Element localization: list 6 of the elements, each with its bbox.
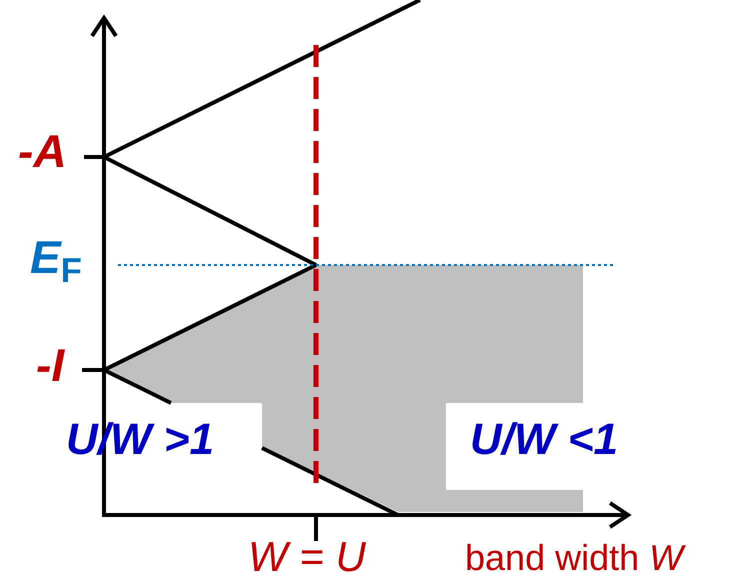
axis-title: band width W [465,540,684,576]
axis-label: W = U [248,536,366,578]
regime-label: U/W <1 [470,418,618,462]
axis-label: E$_{F}$ [30,234,82,280]
axis-label: -A [18,128,67,174]
axis-label: -I [36,342,64,388]
